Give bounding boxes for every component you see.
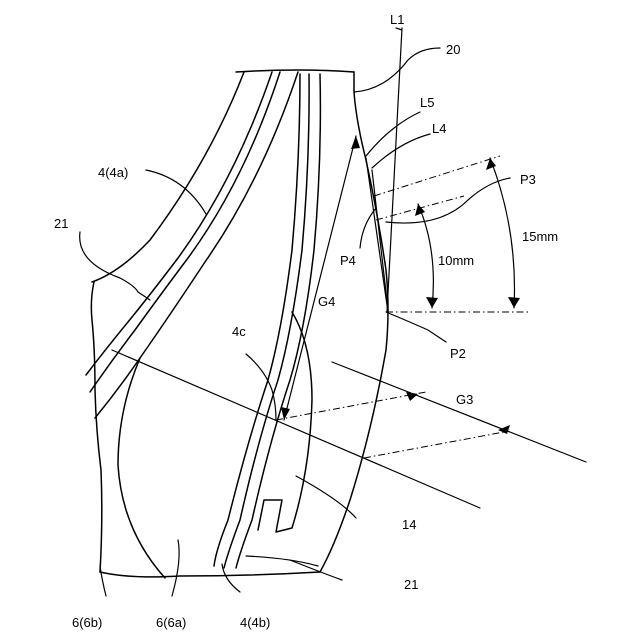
label-4c: 4c xyxy=(232,324,246,339)
dimension-lines xyxy=(276,156,528,458)
line-l5 xyxy=(366,158,388,312)
label-l4: L4 xyxy=(432,121,446,136)
inner-curve-6 xyxy=(118,358,165,578)
part-14 xyxy=(258,312,312,532)
label-21-top: 21 xyxy=(54,216,68,231)
gap-g4-arrow xyxy=(281,136,360,420)
label-21-bottom: 21 xyxy=(404,577,418,592)
dimension-15mm xyxy=(486,158,520,308)
label-g3: G3 xyxy=(456,392,473,407)
line-l4 xyxy=(372,170,388,310)
reference-line-l1 xyxy=(387,28,402,312)
label-g4: G4 xyxy=(318,294,335,309)
band-4a xyxy=(86,72,298,418)
label-14: 14 xyxy=(402,517,416,532)
label-l5: L5 xyxy=(420,95,434,110)
band-4b xyxy=(214,74,320,568)
edge-21-bottom xyxy=(246,556,318,566)
label-15mm: 15mm xyxy=(522,229,558,244)
label-20: 20 xyxy=(446,42,460,57)
label-p4: P4 xyxy=(340,253,356,268)
section-line-lower xyxy=(332,362,586,462)
label-4a: 4(4a) xyxy=(98,165,128,180)
label-6b: 6(6b) xyxy=(72,615,102,630)
label-6a: 6(6a) xyxy=(156,615,186,630)
label-4b: 4(4b) xyxy=(240,615,270,630)
label-p3: P3 xyxy=(520,172,536,187)
label-10mm: 10mm xyxy=(438,253,474,268)
label-p2: P2 xyxy=(450,346,466,361)
label-l1: L1 xyxy=(390,12,404,27)
